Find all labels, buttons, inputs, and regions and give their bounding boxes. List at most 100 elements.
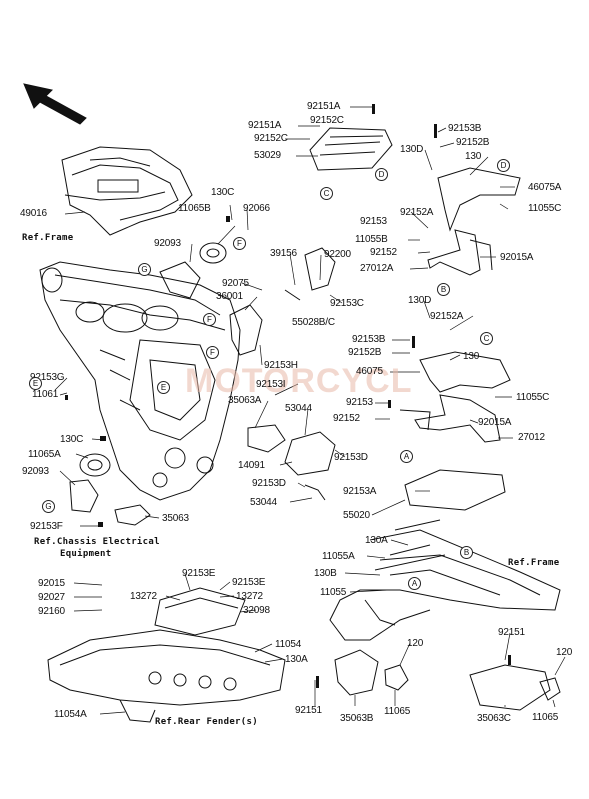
- label-11054A: 11054A: [54, 709, 87, 720]
- label-92153D: 92153D: [252, 478, 286, 489]
- label-11055C: 11055C: [516, 392, 550, 403]
- part-11065-right: [539, 677, 561, 701]
- label-130: 130: [465, 151, 482, 162]
- label-14091: 14091: [238, 460, 265, 471]
- label-92152A: 92152A: [430, 311, 464, 322]
- label-92153D: 92153D: [334, 452, 368, 463]
- part-92093-upper: [159, 261, 201, 299]
- label-92093: 92093: [154, 238, 181, 249]
- label-11065: 11065: [532, 712, 559, 723]
- label-92015A: 92015A: [500, 252, 534, 263]
- label-11055A: 11055A: [322, 551, 355, 562]
- part-32098: [154, 587, 246, 636]
- part-35063B: [334, 649, 379, 696]
- label-130C: 130C: [211, 187, 235, 198]
- label-35063B: 35063B: [340, 713, 374, 724]
- callout-d: D: [375, 168, 388, 181]
- label-92153B: 92153B: [448, 123, 482, 134]
- label-53044: 53044: [285, 403, 312, 414]
- label-32098: 32098: [243, 605, 270, 616]
- label-35063A: 35063A: [228, 395, 262, 406]
- part-35063: [114, 504, 151, 526]
- label-130D: 130D: [408, 295, 432, 306]
- label-11055C: 11055C: [528, 203, 562, 214]
- watermark: MOTORCYCL: [185, 362, 413, 400]
- callout-a: A: [400, 450, 413, 463]
- label-92153I: 92153I: [256, 379, 286, 390]
- label-11055B: 11055B: [355, 234, 388, 245]
- part-11065-mid: [384, 664, 409, 691]
- label-92151: 92151: [295, 705, 322, 716]
- part-35063A: [247, 424, 286, 453]
- part-92093-lower: [69, 479, 99, 513]
- label-92200: 92200: [324, 249, 351, 260]
- label-46075: 46075: [356, 366, 383, 377]
- ref-rear-fender: Ref.Rear Fender(s): [155, 717, 258, 727]
- label-92093: 92093: [22, 466, 49, 477]
- label-11065: 11065: [384, 706, 411, 717]
- callout-e: E: [157, 381, 170, 394]
- label-11065A: 11065A: [28, 449, 61, 460]
- ref-frame-left: Ref.Frame: [22, 233, 74, 243]
- label-120: 120: [407, 638, 424, 649]
- label-92153E: 92153E: [232, 577, 266, 588]
- label-92152C: 92152C: [254, 133, 288, 144]
- label-92152B: 92152B: [456, 137, 490, 148]
- direction-arrow-icon: [23, 83, 87, 125]
- label-92151A: 92151A: [248, 120, 282, 131]
- label-92151A: 92151A: [307, 101, 341, 112]
- part-46075: [399, 351, 511, 443]
- ref-chassis-electrical: Ref.Chassis Electrical: [34, 537, 160, 547]
- part-11065A: [79, 453, 111, 477]
- label-130: 130: [463, 351, 480, 362]
- label-130D: 130D: [400, 144, 424, 155]
- label-92153F: 92153F: [30, 521, 63, 532]
- main-frame: [39, 261, 241, 501]
- leader-lines: [54, 106, 566, 715]
- label-46075A: 46075A: [528, 182, 562, 193]
- callout-c: C: [480, 332, 493, 345]
- label-92152: 92152: [333, 413, 360, 424]
- part-14091: [284, 431, 336, 476]
- callout-f: F: [206, 346, 219, 359]
- label-92153E: 92153E: [182, 568, 216, 579]
- part-46075A: [427, 167, 521, 276]
- label-92153B: 92153B: [352, 334, 386, 345]
- part-11065B: [199, 242, 227, 264]
- label-92153G: 92153G: [30, 372, 65, 383]
- callout-c: C: [320, 187, 333, 200]
- callout-d: D: [497, 159, 510, 172]
- label-27012: 27012: [518, 432, 545, 443]
- label-13272: 13272: [236, 591, 263, 602]
- label-92153A: 92153A: [343, 486, 377, 497]
- label-11065B: 11065B: [178, 203, 211, 214]
- callout-g: G: [42, 500, 55, 513]
- part-11054: [47, 629, 286, 723]
- label-92015A: 92015A: [478, 417, 512, 428]
- callout-f: F: [203, 313, 216, 326]
- label-92153: 92153: [360, 216, 387, 227]
- part-36001: [229, 304, 263, 356]
- label-120: 120: [556, 647, 573, 658]
- callout-a: A: [408, 577, 421, 590]
- label-92027: 92027: [38, 592, 65, 603]
- label-92153: 92153: [346, 397, 373, 408]
- label-92152B: 92152B: [348, 347, 382, 358]
- ref-frame-right: Ref.Frame: [508, 558, 560, 568]
- label-130A: 130A: [365, 535, 388, 546]
- label-92075: 92075: [222, 278, 249, 289]
- rear-frame: [329, 519, 561, 641]
- label-130B: 130B: [314, 568, 337, 579]
- label-92015: 92015: [38, 578, 65, 589]
- label-55028BC: 55028B/C: [292, 317, 335, 328]
- label-55020: 55020: [343, 510, 370, 521]
- label-92153C: 92153C: [330, 298, 364, 309]
- label-92152: 92152: [370, 247, 397, 258]
- label-92152A: 92152A: [400, 207, 434, 218]
- bolts: [65, 104, 511, 688]
- callout-e: E: [29, 377, 42, 390]
- part-35063C: [469, 664, 551, 711]
- label-27012A: 27012A: [360, 263, 394, 274]
- label-130A: 130A: [285, 654, 308, 665]
